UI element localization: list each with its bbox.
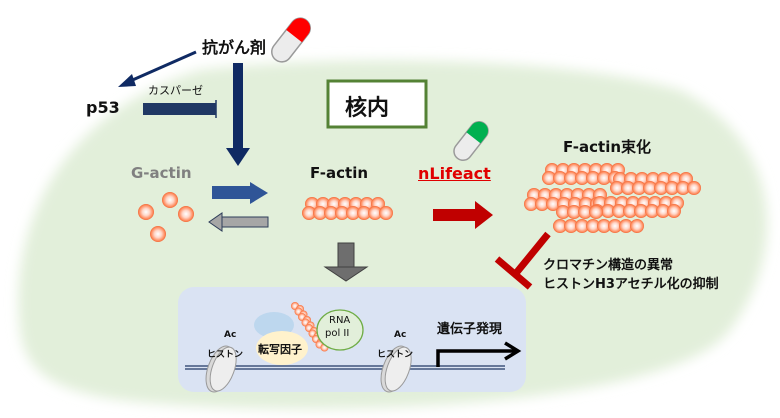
histone-left-label: ヒストン — [207, 350, 244, 360]
rna-pol-line1: RNA — [329, 315, 351, 326]
rna-pol-ii — [316, 309, 364, 351]
drug-to-p53-arrow — [118, 50, 197, 87]
actin-bead — [357, 206, 371, 220]
actin-bead — [630, 219, 644, 233]
actin-bead — [612, 204, 626, 218]
actin-bead — [656, 204, 670, 218]
actin-bead — [621, 181, 635, 195]
actin-bead — [553, 171, 567, 185]
actin-bead — [567, 205, 581, 219]
actin-bead — [535, 197, 549, 211]
actin-bead — [556, 205, 570, 219]
actin-bead — [619, 219, 633, 233]
actin-bead — [601, 204, 615, 218]
actin-bead — [379, 206, 393, 220]
actin-bead — [524, 197, 538, 211]
caspase-inhibition-bar — [143, 100, 217, 118]
histone-right-label: ヒストン — [377, 350, 414, 360]
actin-bead — [575, 219, 589, 233]
actin-bead — [597, 171, 611, 185]
actin-bead — [586, 219, 600, 233]
transcription-factor-label: 転写因子 — [258, 343, 302, 356]
nlifeact-arrow — [433, 201, 493, 229]
p53-label: p53 — [86, 98, 120, 117]
caspase-label: カスパーゼ — [148, 84, 203, 97]
nucleus-label-box — [326, 79, 428, 129]
f-actin-to-transcription-arrow — [323, 242, 369, 282]
rna-pol-line2: pol II — [325, 328, 350, 339]
actin-bead — [553, 219, 567, 233]
actin-bead — [643, 181, 657, 195]
anticancer-drug-label: 抗がん剤 — [202, 38, 267, 57]
f-actin-bundle — [524, 163, 701, 233]
nlifeact-label: nLifeact — [418, 164, 491, 183]
transcription-factor — [256, 331, 308, 365]
actin-bead — [665, 181, 679, 195]
actin-bead — [368, 206, 382, 220]
f-actin-label: F-actin — [310, 164, 369, 182]
actin-bead — [335, 206, 349, 220]
nucleus-label: 核内 — [345, 96, 390, 121]
actin-bead — [346, 206, 360, 220]
actin-bead — [313, 206, 327, 220]
actin-bead — [634, 204, 648, 218]
f-actin-filament — [302, 197, 393, 220]
actin-bead — [542, 171, 556, 185]
polymerization-arrow — [212, 182, 268, 204]
g-actin-label: G-actin — [131, 164, 192, 182]
actin-bead — [578, 205, 592, 219]
actin-bead — [654, 181, 668, 195]
actin-bead — [632, 181, 646, 195]
actin-bead — [667, 204, 681, 218]
chromatin-inhibition-t — [494, 231, 551, 290]
actin-bead — [575, 171, 589, 185]
actin-bead — [597, 219, 611, 233]
actin-bead — [546, 197, 560, 211]
actin-bead — [608, 219, 622, 233]
f-actin-bundling-label: F-actin束化 — [563, 138, 652, 156]
actin-bead — [676, 181, 690, 195]
histone-left-ac-label: Ac — [224, 330, 237, 340]
histone-right-icon — [380, 345, 412, 393]
g-actin-monomers — [138, 192, 194, 242]
actin-bead — [564, 171, 578, 185]
actin-bead — [324, 206, 338, 220]
actin-bead — [610, 181, 624, 195]
histone-left-icon — [205, 345, 237, 393]
dna-strand — [185, 365, 505, 370]
actin-bead — [302, 206, 316, 220]
actin-bead — [564, 219, 578, 233]
anticancer-capsule-icon — [271, 17, 311, 63]
depolymerization-arrow — [208, 212, 269, 232]
histone-right-ac-label: Ac — [394, 330, 407, 340]
actin-bead — [586, 171, 600, 185]
h3-acetylation-suppression-label: ヒストンH3アセチル化の抑制 — [543, 277, 719, 292]
gene-expression-label: 遺伝子発現 — [437, 322, 503, 337]
chromatin-abnormality-label: クロマチン構造の異常 — [543, 258, 674, 273]
gene-expression-arrow — [436, 341, 522, 367]
nlifeact-capsule-icon — [453, 121, 489, 161]
actin-bead — [623, 204, 637, 218]
actin-bead — [687, 181, 701, 195]
actin-bead — [589, 205, 603, 219]
actin-bead — [645, 204, 659, 218]
drug-to-actin-arrow — [226, 63, 250, 166]
